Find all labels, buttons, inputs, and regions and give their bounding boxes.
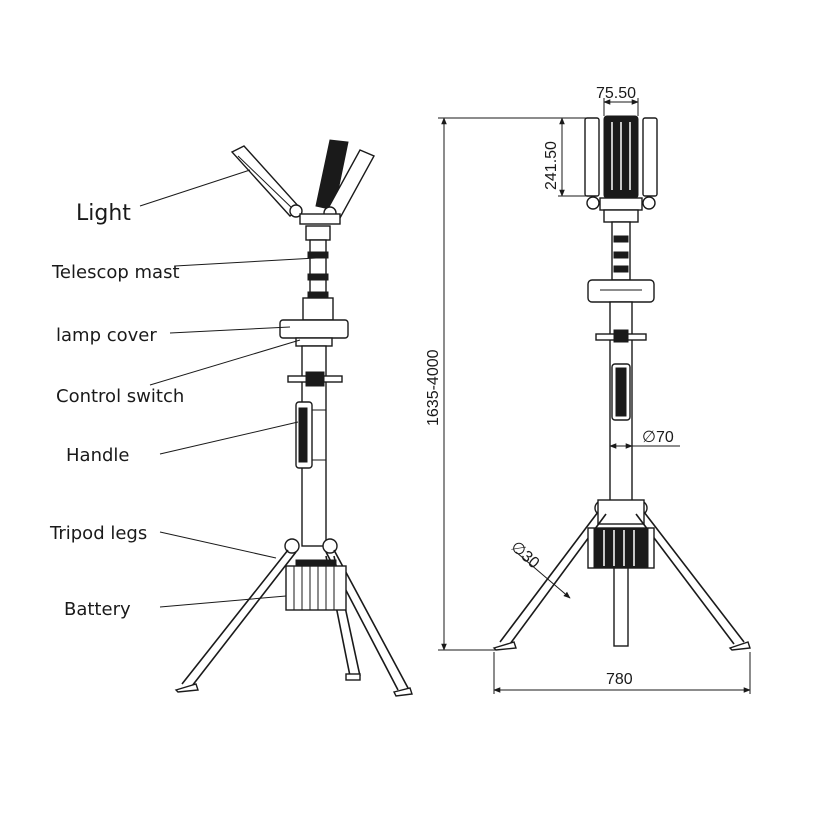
front-light-panels: [584, 115, 658, 223]
dim-mast-diameter: ∅70: [642, 429, 674, 446]
dim-leg-diameter: ∅30: [507, 538, 542, 572]
side-view-drawing: [174, 139, 413, 697]
front-view-drawing: [492, 115, 751, 651]
dim-total-height: 1635-4000: [425, 349, 442, 426]
label-battery: Battery: [64, 599, 131, 620]
tripod-and-battery: [174, 538, 413, 697]
leader-lines: [139, 169, 317, 608]
light-panels: [230, 139, 375, 225]
telescopic-mast: [279, 225, 349, 547]
dim-base-width: 780: [606, 671, 633, 688]
dim-panel-width: 75.50: [596, 85, 636, 102]
dim-panel-height: 241.50: [543, 141, 560, 190]
label-lamp-cover: lamp cover: [56, 325, 157, 346]
label-handle: Handle: [66, 445, 129, 466]
label-telescop-mast: Telescop mast: [51, 262, 180, 283]
dimension-lines: [438, 98, 751, 694]
label-tripod-legs: Tripod legs: [49, 523, 147, 544]
front-mast: [587, 221, 655, 503]
front-tripod: [492, 499, 751, 651]
label-light: Light: [76, 201, 131, 226]
label-control-switch: Control switch: [56, 386, 184, 407]
